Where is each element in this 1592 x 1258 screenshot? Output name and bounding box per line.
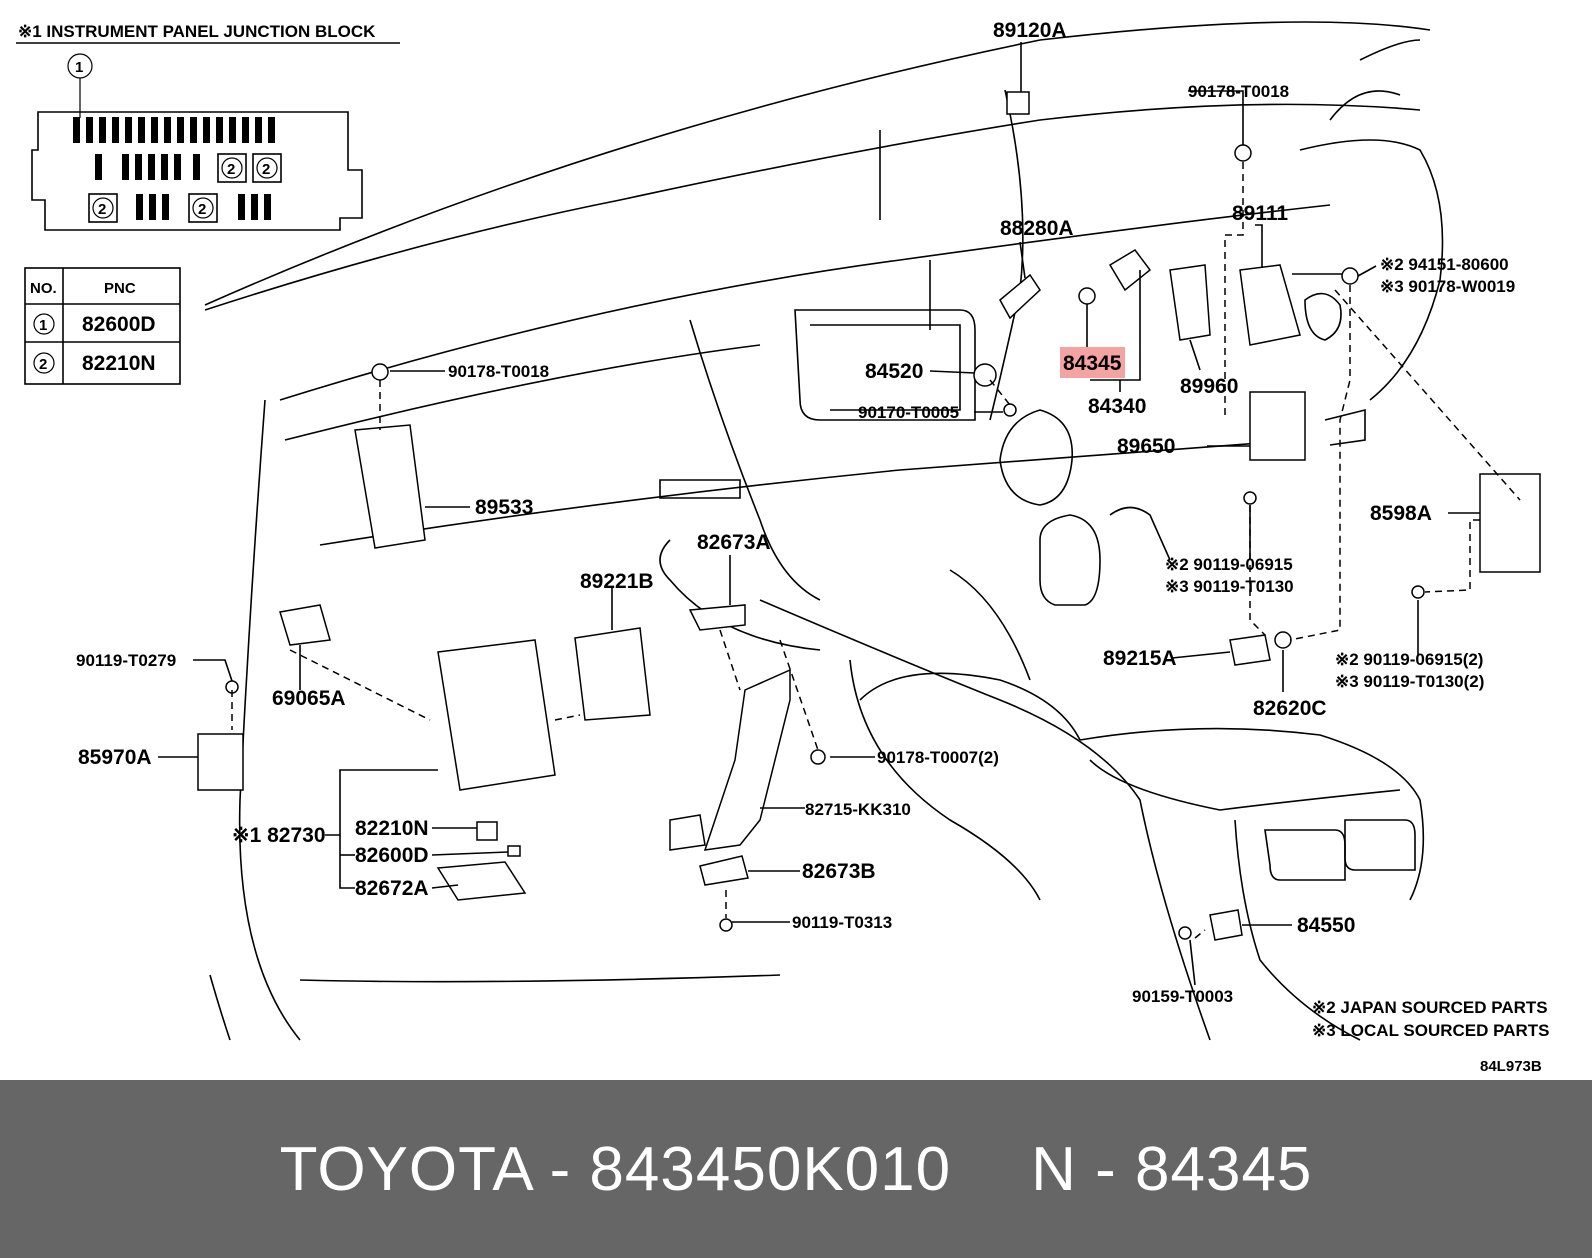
part-clip-shape — [371, 363, 389, 381]
label-89533: 89533 — [475, 496, 533, 519]
part-82673A-shape — [688, 604, 746, 631]
pnc-header-no: NO. — [30, 280, 57, 297]
diagram-id: 84L973B — [1480, 1058, 1542, 1075]
label-82620C: 82620C — [1253, 697, 1327, 720]
inset-title: ※1 INSTRUMENT PANEL JUNCTION BLOCK — [18, 22, 376, 41]
pnc-row-value: 82600D — [82, 313, 156, 336]
svg-text:2: 2 — [198, 201, 206, 218]
parts-diagram: ※1 INSTRUMENT PANEL JUNCTION BLOCK 1 — [16, 19, 1550, 1075]
label-8598A: 8598A — [1370, 502, 1432, 525]
part-89215A-shape — [1229, 634, 1271, 666]
part-nut-shape — [1003, 403, 1017, 417]
label-90119-T0130-2: ※3 90119-T0130(2) — [1335, 672, 1484, 691]
pnc-table: NO. PNC 1 82600D 2 82210N — [24, 267, 181, 385]
part-89960-shape — [1169, 264, 1211, 341]
svg-text:2: 2 — [98, 201, 106, 218]
part-82210N-shape — [476, 821, 498, 841]
label-82673A: 82673A — [697, 531, 771, 554]
label-82730: ※1 82730 — [232, 824, 326, 847]
part-nut-shape — [1178, 926, 1192, 940]
part-84340-shape — [1108, 249, 1152, 292]
label-94151-80600: ※2 94151-80600 — [1380, 255, 1509, 274]
notes: ※2 JAPAN SOURCED PARTS ※3 LOCAL SOURCED … — [1312, 998, 1549, 1075]
label-90119-06915: ※2 90119-06915 — [1165, 555, 1293, 574]
junction-block-inset: ※1 INSTRUMENT PANEL JUNCTION BLOCK 1 — [16, 22, 400, 231]
part-89111-shape — [1239, 264, 1301, 346]
part-clip-shape — [1341, 267, 1359, 285]
part-bolt-shape — [1411, 585, 1425, 599]
part-88280A-shape — [999, 273, 1041, 320]
fuse-rows — [73, 117, 275, 220]
part-84550-shape — [1209, 909, 1243, 941]
label-82673B: 82673B — [802, 860, 876, 883]
part-85970A-shape — [197, 733, 244, 791]
svg-text:2: 2 — [227, 161, 235, 178]
part-labels: 89120A 90178-T0018 89111 88280A ※2 94151… — [76, 19, 1515, 1006]
relay-slots: 2 2 2 2 — [88, 153, 282, 223]
part-clip-shape — [1234, 144, 1252, 162]
part-89120A-shape — [1006, 91, 1030, 115]
label-90170-T0005: 90170-T0005 — [858, 403, 959, 422]
label-84550: 84550 — [1297, 914, 1355, 937]
label-82715-KK310: 82715-KK310 — [805, 800, 911, 819]
label-84345: 84345 — [1063, 352, 1122, 375]
label-90119-06915-2: ※2 90119-06915(2) — [1335, 650, 1483, 669]
footer-diagram-ref: N - 84345 — [1031, 1134, 1313, 1204]
note-japan-sourced: ※2 JAPAN SOURCED PARTS — [1312, 998, 1548, 1017]
part-82620C-shape — [1274, 631, 1292, 649]
label-89960: 89960 — [1180, 375, 1238, 398]
label-90119-T0279: 90119-T0279 — [76, 651, 176, 670]
parts — [197, 91, 1541, 941]
part-bracket-shape — [669, 814, 706, 851]
label-84340: 84340 — [1088, 395, 1146, 418]
part-82730-shape — [437, 639, 556, 791]
part-bolt-shape — [1243, 491, 1257, 505]
part-82715-shape — [703, 668, 791, 851]
label-89221B: 89221B — [580, 570, 654, 593]
part-clip-shape — [810, 749, 826, 765]
pnc-header-pnc: PNC — [104, 280, 136, 297]
part-89533-shape — [354, 424, 426, 549]
part-number-footer: TOYOTA - 843450K010 N - 84345 — [0, 1080, 1592, 1258]
label-89120A: 89120A — [993, 19, 1067, 42]
label-90119-T0130: ※3 90119-T0130 — [1165, 577, 1294, 596]
label-84520: 84520 — [865, 360, 923, 383]
label-69065A: 69065A — [272, 687, 346, 710]
label-90119-T0313: 90119-T0313 — [792, 913, 892, 932]
highlight-84345 — [1060, 347, 1125, 378]
label-90178-W0019: ※3 90178-W0019 — [1380, 277, 1515, 296]
part-89650-shape — [1249, 391, 1306, 461]
label-85970A: 85970A — [78, 746, 152, 769]
assembly-lines — [231, 162, 1521, 939]
leader-lines — [158, 42, 1480, 986]
pnc-row-no: 2 — [39, 356, 47, 373]
part-89221B-shape — [574, 627, 651, 721]
label-82672A: 82672A — [355, 877, 429, 900]
label-88280A: 88280A — [1000, 217, 1074, 240]
label-90178-T0018: 90178-T0018 — [1188, 82, 1289, 101]
note-local-sourced: ※3 LOCAL SOURCED PARTS — [1312, 1021, 1549, 1040]
label-90159-T0003: 90159-T0003 — [1132, 987, 1233, 1006]
part-bolt-shape — [719, 918, 733, 932]
label-89215A: 89215A — [1103, 647, 1177, 670]
label-82210N: 82210N — [355, 817, 429, 840]
part-69065A-shape — [279, 604, 331, 646]
label-82600D: 82600D — [355, 844, 429, 867]
svg-text:2: 2 — [262, 161, 270, 178]
part-82672A-shape — [436, 861, 527, 901]
part-84345-shape — [1078, 287, 1096, 305]
part-8598A-shape — [1479, 473, 1541, 573]
label-89111: 89111 — [1232, 202, 1288, 225]
label-90178-T0007: 90178-T0007(2) — [877, 748, 999, 767]
label-90178-T0018-left: 90178-T0018 — [448, 362, 549, 381]
dashboard-outline — [204, 21, 1444, 1041]
footer-part-number: TOYOTA - 843450K010 — [279, 1134, 952, 1204]
pnc-row-value: 82210N — [82, 352, 156, 375]
label-89650: 89650 — [1117, 435, 1175, 458]
pnc-row-no: 1 — [39, 317, 47, 334]
part-82600D-shape — [507, 845, 521, 857]
part-82673B-shape — [699, 855, 749, 886]
inset-marker-1: 1 — [75, 59, 83, 76]
